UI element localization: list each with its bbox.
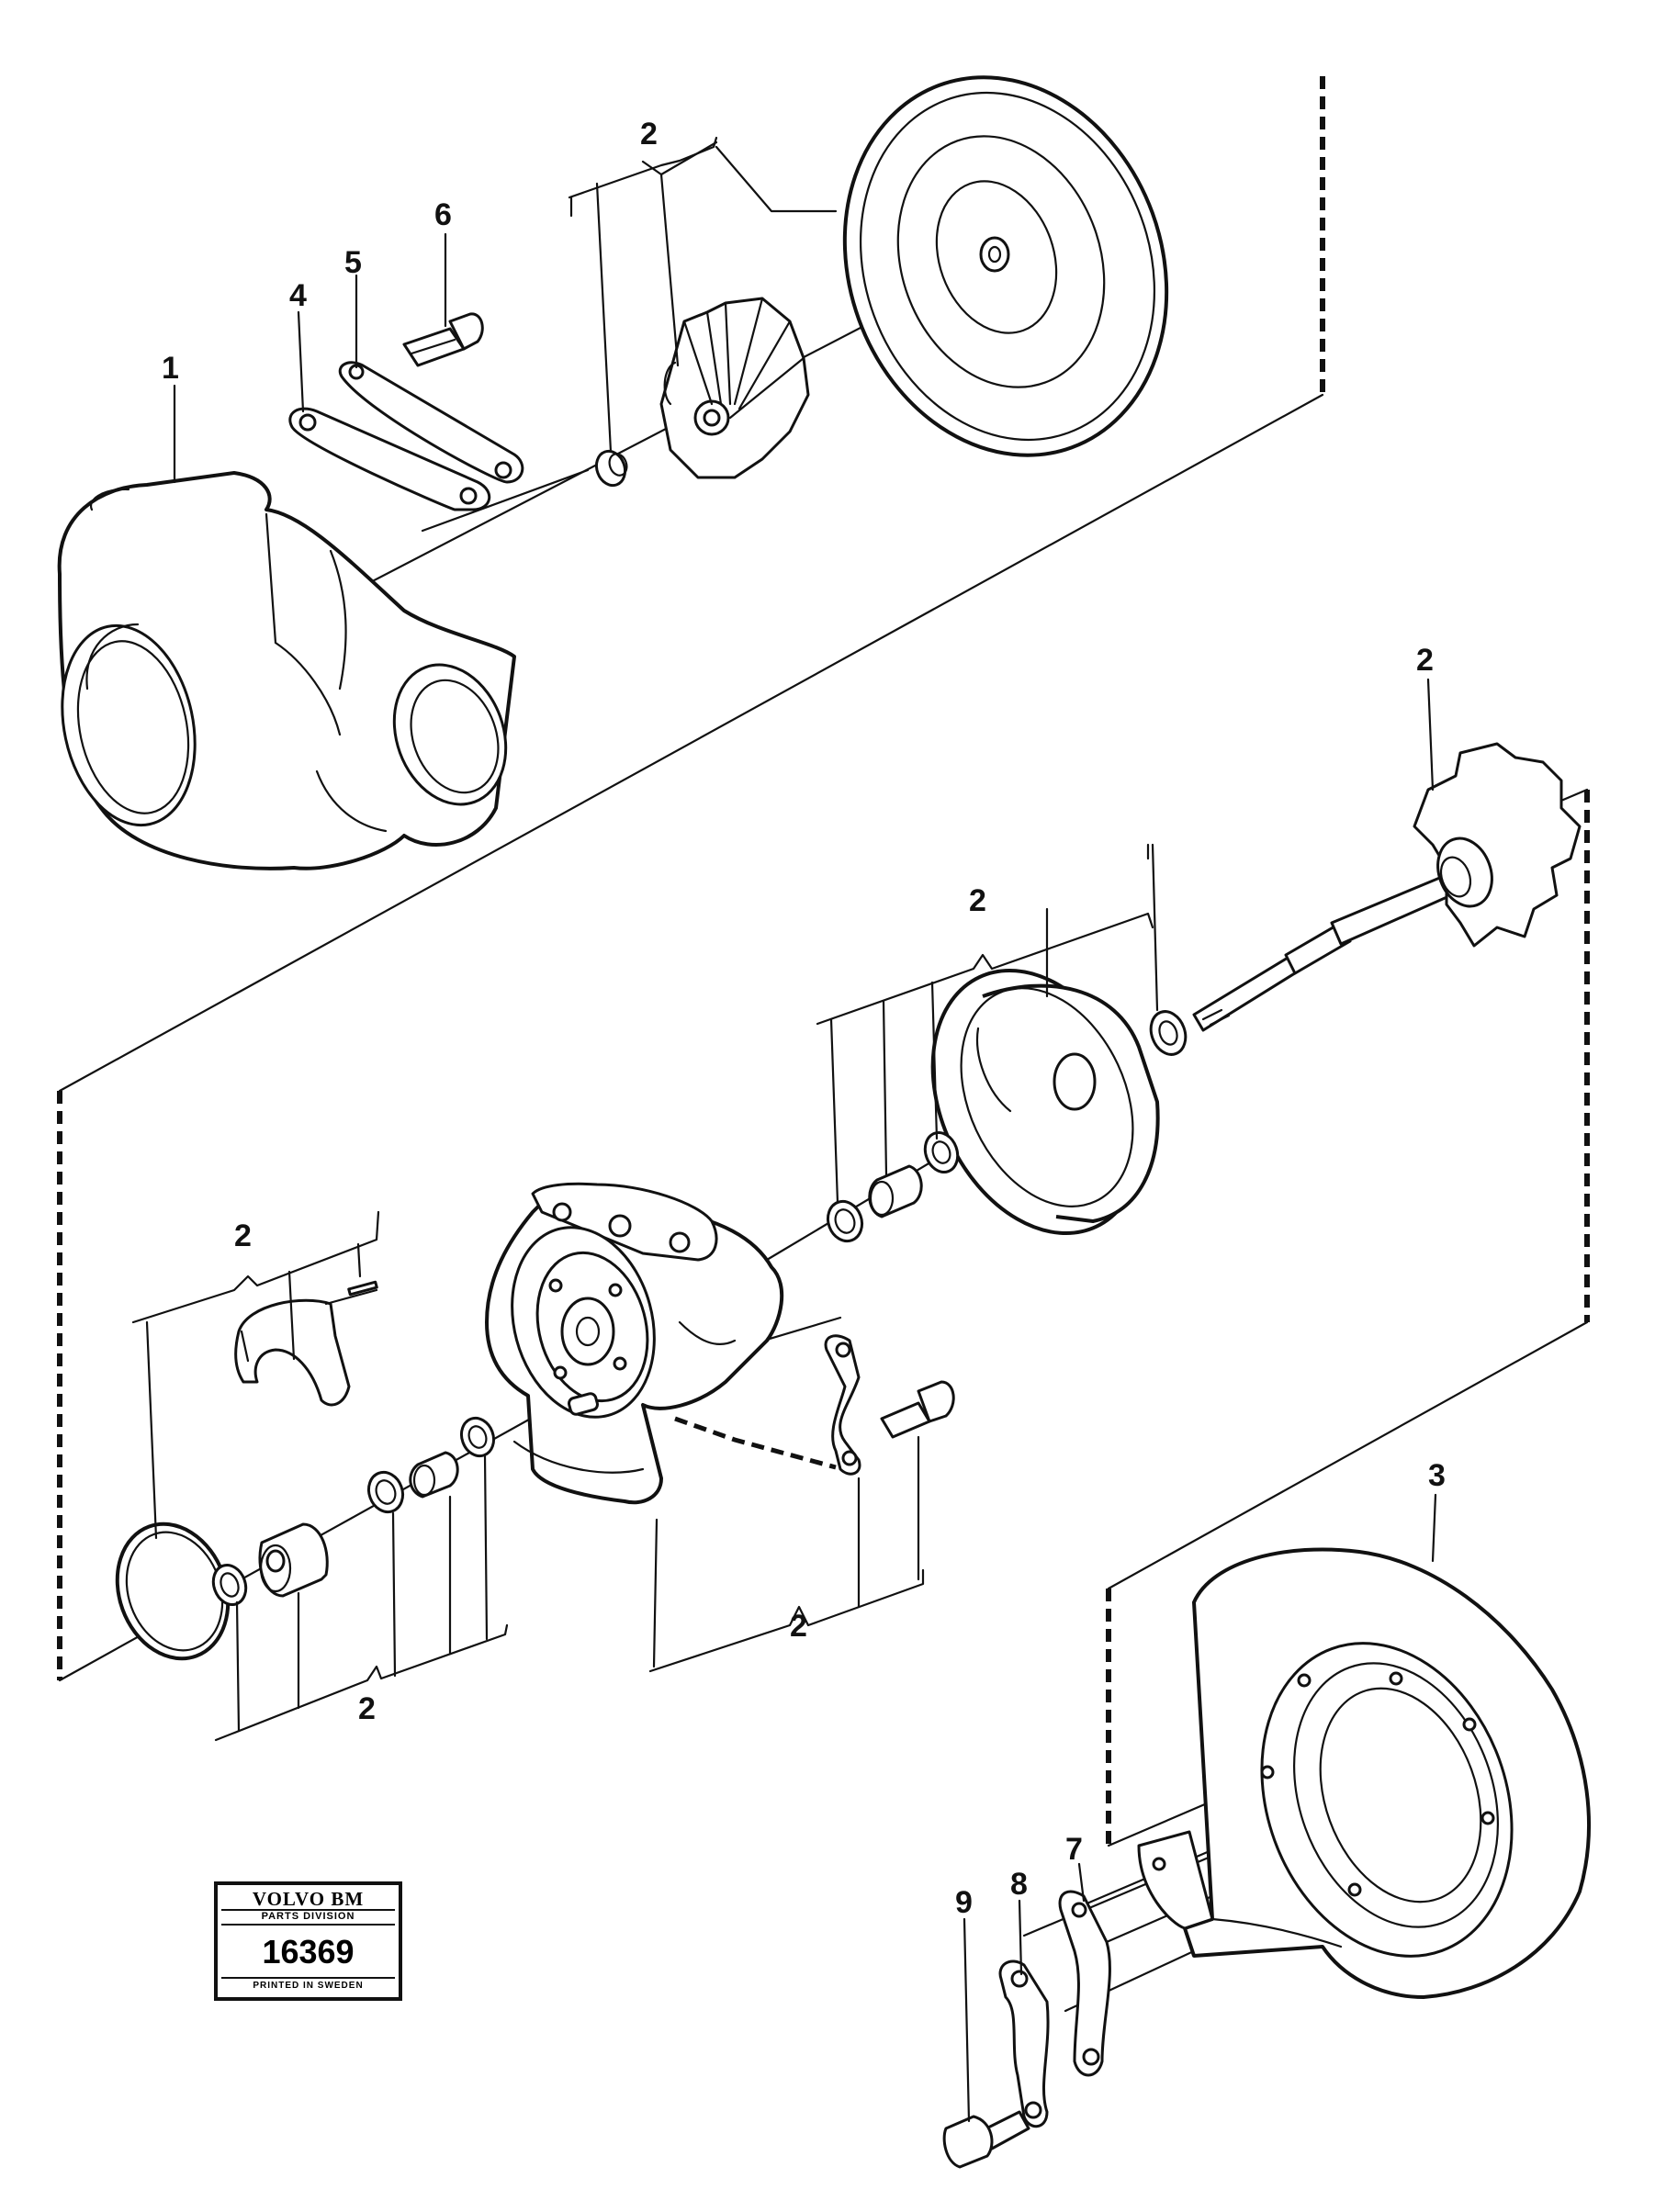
clamp-plates-bottom <box>998 1890 1111 2128</box>
label-3: 3 <box>1428 1458 1446 1493</box>
label-2-upper-bearing: 2 <box>969 883 986 918</box>
turbine-housing <box>1137 1547 1591 1999</box>
parts-stamp: VOLVO BM PARTS DIVISION 16369 PRINTED IN… <box>214 1881 402 2001</box>
item-labels: 1 2 2 2 2 2 2 3 4 5 6 7 8 9 <box>162 117 1446 1920</box>
bolt-bottom <box>942 2110 1030 2169</box>
label-5: 5 <box>344 245 362 280</box>
label-9: 9 <box>955 1885 973 1920</box>
label-2-lower-left: 2 <box>358 1691 376 1726</box>
dashed-assembly-lines <box>57 76 1590 1846</box>
stamp-division: PARTS DIVISION <box>221 1910 395 1926</box>
clamp-plates-top <box>288 361 524 511</box>
label-1: 1 <box>162 351 179 386</box>
label-7: 7 <box>1065 1832 1083 1867</box>
stamp-brand: VOLVO BM <box>221 1889 395 1911</box>
stamp-number: 16369 <box>262 1933 355 1971</box>
turbine-wheel-shaft <box>1192 742 1582 1032</box>
back-plate <box>842 75 1169 457</box>
thrust-collar <box>234 1280 378 1407</box>
label-4: 4 <box>289 278 307 313</box>
stamp-footer: PRINTED IN SWEDEN <box>221 1977 395 1993</box>
shaft-nut-top <box>594 449 628 488</box>
label-2-left: 2 <box>234 1218 252 1253</box>
compressor-housing <box>57 471 516 870</box>
compressor-impeller <box>659 297 810 479</box>
label-2-lower-middle: 2 <box>790 1609 807 1644</box>
center-housing <box>485 1182 784 1505</box>
lock-plate-middle <box>824 1334 955 1476</box>
label-2-turbine: 2 <box>1416 643 1434 678</box>
label-6: 6 <box>434 197 452 232</box>
label-8: 8 <box>1010 1867 1028 1902</box>
bolt-top <box>402 312 484 367</box>
group-brackets <box>131 136 1437 2123</box>
label-2-top: 2 <box>640 117 658 152</box>
